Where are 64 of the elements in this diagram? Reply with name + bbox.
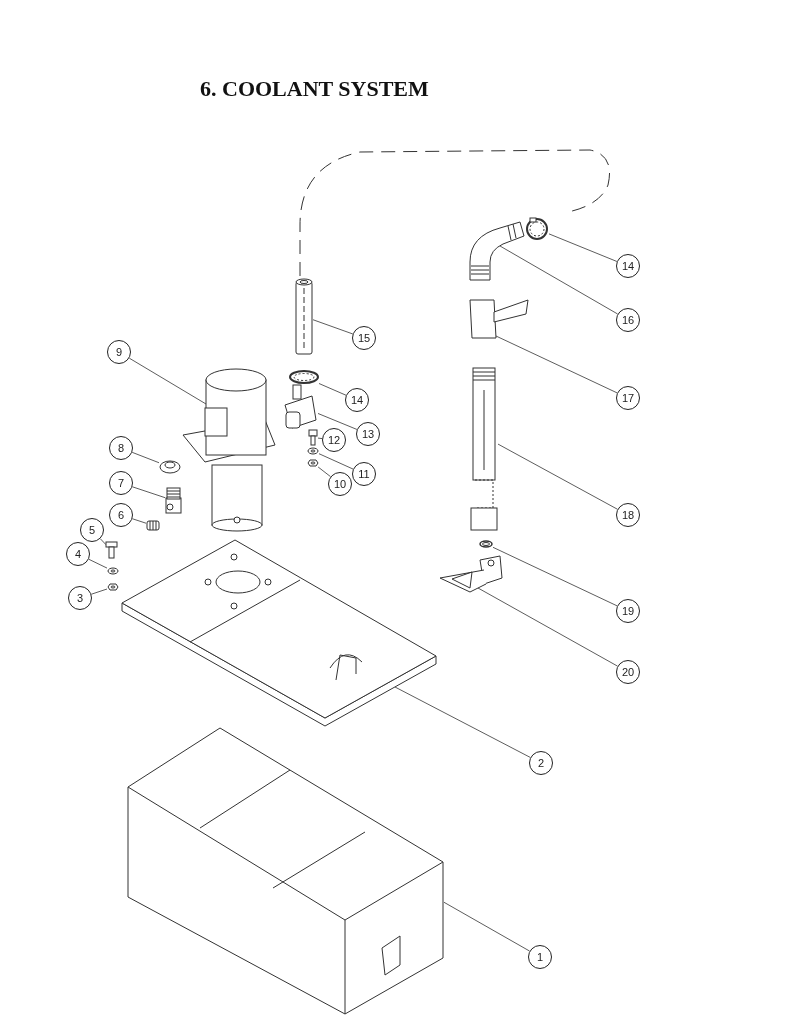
washer-drawing bbox=[107, 567, 119, 575]
coolant-tank-drawing bbox=[127, 727, 444, 1015]
leader-line bbox=[443, 901, 530, 952]
nut-drawing bbox=[307, 459, 319, 467]
nut-drawing bbox=[159, 460, 181, 474]
callout-number: 9 bbox=[107, 340, 131, 364]
o-ring-drawing bbox=[479, 540, 493, 548]
leader-line bbox=[132, 486, 166, 499]
pump-motor-drawing bbox=[182, 368, 277, 532]
leader-line bbox=[318, 383, 347, 396]
leader-line bbox=[492, 546, 618, 607]
callout-number: 5 bbox=[80, 518, 104, 542]
callout-number: 20 bbox=[616, 660, 640, 684]
pipe-drawing bbox=[470, 367, 498, 531]
leader-line bbox=[548, 233, 618, 262]
callout-number: 13 bbox=[356, 422, 380, 446]
leader-line bbox=[131, 451, 160, 464]
leader-line bbox=[317, 413, 358, 430]
callout-number: 8 bbox=[109, 436, 133, 460]
callout-number: 2 bbox=[529, 751, 553, 775]
callout-number: 14 bbox=[616, 254, 640, 278]
callout-number: 4 bbox=[66, 542, 90, 566]
leader-line bbox=[317, 437, 323, 439]
leader-line bbox=[128, 357, 207, 405]
elbow-fitting-drawing bbox=[284, 384, 318, 429]
callout-number: 3 bbox=[68, 586, 92, 610]
callout-number: 1 bbox=[528, 945, 552, 969]
nozzle-drawing bbox=[439, 555, 503, 593]
leader-line bbox=[317, 466, 331, 478]
leader-line bbox=[495, 335, 618, 394]
callout-number: 15 bbox=[352, 326, 376, 350]
leader-line bbox=[312, 319, 354, 335]
cover-plate-drawing bbox=[121, 539, 438, 728]
leader-line bbox=[132, 518, 147, 524]
fitting-drawing bbox=[165, 487, 182, 514]
bolt-drawing bbox=[308, 429, 318, 446]
hose-clamp-drawing bbox=[525, 217, 549, 241]
ball-valve-drawing bbox=[469, 299, 529, 339]
callout-number: 10 bbox=[328, 472, 352, 496]
callout-number: 6 bbox=[109, 503, 133, 527]
leader-line bbox=[499, 245, 618, 315]
leader-line bbox=[497, 443, 618, 510]
leader-line bbox=[88, 558, 108, 569]
callout-number: 7 bbox=[109, 471, 133, 495]
callout-number: 14 bbox=[345, 388, 369, 412]
leader-line bbox=[318, 453, 354, 470]
callout-number: 17 bbox=[616, 386, 640, 410]
tube-drawing bbox=[295, 278, 313, 355]
diagram-title: 6. COOLANT SYSTEM bbox=[200, 76, 430, 102]
leader-line bbox=[90, 588, 108, 595]
callout-number: 19 bbox=[616, 599, 640, 623]
elbow-fitting-drawing bbox=[469, 221, 525, 281]
leader-line bbox=[99, 538, 107, 546]
callout-number: 11 bbox=[352, 462, 376, 486]
plug-drawing bbox=[146, 520, 160, 531]
leader-line bbox=[477, 587, 618, 667]
leader-line bbox=[394, 686, 531, 758]
hose-clamp-drawing bbox=[289, 370, 319, 384]
nut-drawing bbox=[107, 583, 119, 591]
washer-drawing bbox=[307, 447, 319, 455]
callout-number: 16 bbox=[616, 308, 640, 332]
bolt-drawing bbox=[106, 542, 117, 559]
callout-number: 18 bbox=[616, 503, 640, 527]
callout-number: 12 bbox=[322, 428, 346, 452]
